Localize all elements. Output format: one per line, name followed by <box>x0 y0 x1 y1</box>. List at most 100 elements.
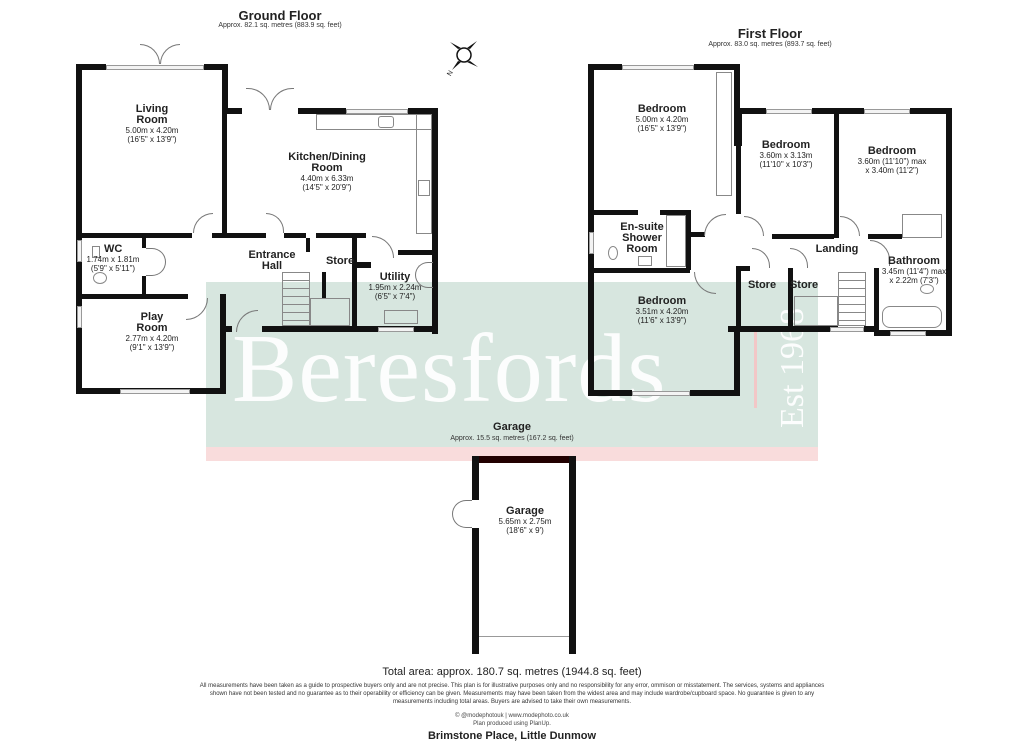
wall <box>222 110 227 235</box>
hob-icon <box>418 180 430 196</box>
door <box>704 214 726 236</box>
wall <box>588 390 632 396</box>
bath-tub <box>882 306 942 328</box>
wall <box>220 294 226 394</box>
wall <box>734 108 766 114</box>
room-label-bedroom-1: Bedroom 5.00m x 4.20m (16'5" x 13'9") <box>635 103 689 134</box>
wall <box>472 528 479 654</box>
credit-line-2: Plan produced using PlanUp. <box>473 721 551 727</box>
property-address: Brimstone Place, Little Dunmow <box>427 730 597 742</box>
wall <box>408 108 438 114</box>
wall <box>204 64 228 70</box>
room-label-landing: Landing <box>815 243 859 255</box>
wall <box>220 326 232 332</box>
garage-section-title: Garage <box>493 421 531 433</box>
wall <box>212 233 266 238</box>
wall <box>306 238 310 252</box>
wall <box>728 326 838 332</box>
wall <box>864 326 878 332</box>
wall <box>76 64 82 394</box>
room-label-store-1: Store <box>747 279 777 291</box>
garage-door-line <box>479 636 569 637</box>
door <box>146 248 166 276</box>
window <box>766 109 812 114</box>
room-label-bathroom: Bathroom 3.45m (11'4") max x 2.22m (7'3"… <box>881 255 947 286</box>
wardrobe <box>716 72 732 196</box>
wall <box>772 234 834 239</box>
wall <box>76 233 192 238</box>
wall <box>142 276 146 296</box>
room-label-garage: Garage 5.65m x 2.75m (18'6" x 9') <box>498 505 552 536</box>
shower-tray <box>902 214 942 238</box>
door <box>790 248 808 268</box>
utility-sink <box>384 310 418 324</box>
toilet-icon <box>920 284 934 294</box>
door <box>744 216 764 236</box>
room-label-bedroom-2: Bedroom 3.60m x 3.13m (11'10" x 10'3") <box>759 139 813 170</box>
door <box>193 213 213 233</box>
wall <box>316 233 366 238</box>
watermark-red-line <box>754 330 757 408</box>
wall <box>588 64 594 396</box>
wall <box>398 250 438 255</box>
room-label-kitchen-dining: Kitchen/Dining Room 4.40m x 6.33m (14'5"… <box>288 151 366 193</box>
room-label-play-room: Play Room 2.77m x 4.20m (9'1" x 13'9") <box>125 311 179 353</box>
first-floor-title: First Floor <box>737 26 803 41</box>
staircase <box>310 298 350 326</box>
window <box>830 327 864 332</box>
shower-tray <box>666 215 686 267</box>
room-label-wc: WC 1.74m x 1.81m (5'9" x 5'11") <box>86 243 140 274</box>
ground-floor-title: Ground Floor <box>238 8 322 23</box>
window <box>120 389 190 394</box>
window <box>890 331 926 336</box>
wall <box>686 210 691 270</box>
french-door <box>246 88 270 110</box>
wall <box>734 326 740 396</box>
room-label-bedroom-4: Bedroom 3.51m x 4.20m (11'6" x 13'9") <box>635 295 689 326</box>
door <box>415 262 433 288</box>
window <box>864 109 910 114</box>
room-label-living-room: Living Room 5.00m x 4.20m (16'5" x 13'9"… <box>125 103 179 145</box>
basin-icon <box>638 256 652 266</box>
wall <box>834 114 839 238</box>
door <box>372 236 394 258</box>
wall <box>588 64 622 70</box>
wall <box>76 64 106 70</box>
basin-icon <box>92 246 100 258</box>
kitchen-worktop <box>316 114 432 130</box>
kitchen-worktop <box>416 114 432 234</box>
wall <box>472 456 479 500</box>
wall <box>734 64 740 112</box>
window <box>632 391 690 396</box>
wall <box>736 266 741 332</box>
room-label-bedroom-3: Bedroom 3.60m (11'10") max x 3.40m (11'2… <box>857 145 927 176</box>
window <box>77 240 82 262</box>
sink-icon <box>378 116 394 128</box>
wall <box>262 326 382 332</box>
window <box>106 65 204 70</box>
wall <box>594 268 690 273</box>
disclaimer-line-3: measurements including total areas. Buye… <box>392 699 632 705</box>
garage-section-area: Approx. 15.5 sq. metres (167.2 sq. feet) <box>450 435 574 442</box>
window <box>622 65 694 70</box>
room-label-store: Store <box>325 255 355 267</box>
door <box>452 500 472 528</box>
first-floor-area: Approx. 83.0 sq. metres (893.7 sq. feet) <box>708 41 832 48</box>
wall <box>660 210 688 215</box>
compass-icon <box>444 36 484 76</box>
wall <box>142 238 146 248</box>
room-label-store-2: Store <box>789 279 819 291</box>
wall <box>736 266 750 271</box>
wall <box>690 390 740 396</box>
wall <box>910 108 952 114</box>
room-label-ensuite: En-suite Shower Room <box>620 221 664 255</box>
wall <box>432 108 438 254</box>
wall <box>874 268 879 334</box>
window <box>77 306 82 328</box>
french-door <box>160 44 180 64</box>
wall <box>222 64 228 110</box>
window <box>346 109 408 114</box>
window <box>378 327 414 332</box>
door <box>752 248 770 268</box>
wall <box>694 64 740 70</box>
